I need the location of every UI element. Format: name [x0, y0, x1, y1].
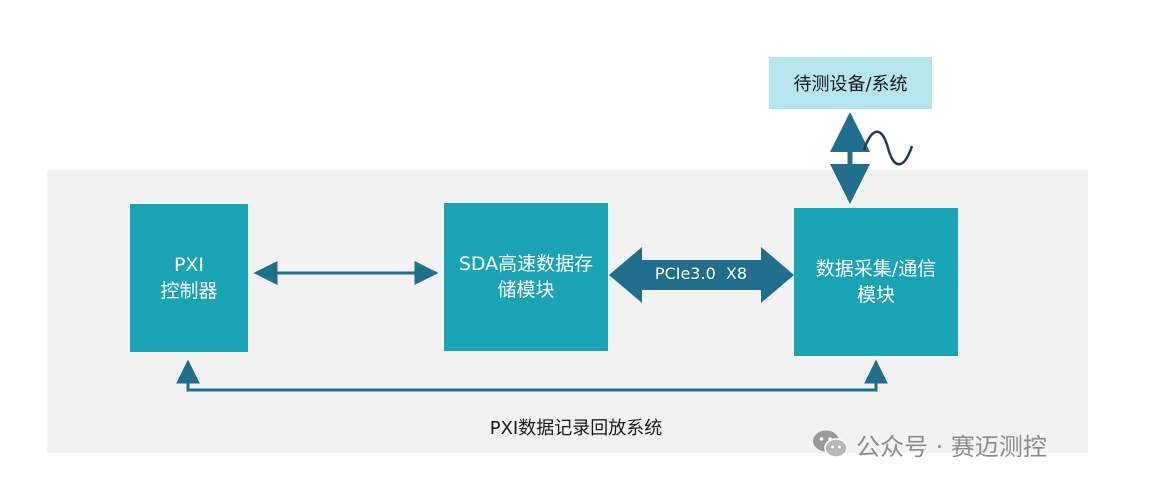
pxi-daq-return-arrow: [176, 359, 888, 392]
dut-label: 待测设备/系统: [793, 74, 908, 95]
device-under-test: 待测设备/系统: [769, 57, 932, 109]
daq-module-label-line2: 模块: [856, 284, 895, 306]
sda-storage-block: SDA高速数据存 储模块: [444, 203, 608, 351]
pxi-controller-label-line1: PXI: [173, 254, 205, 276]
watermark: 公众号 · 赛迈测控: [812, 424, 1047, 464]
pxi-controller-block: PXI 控制器: [130, 204, 248, 352]
watermark-text: 公众号 · 赛迈测控: [856, 432, 1047, 461]
pcie-link-label: PCIe3.0 X8: [654, 264, 748, 283]
wechat-icon: [813, 430, 848, 458]
pcie-arrow: [609, 247, 794, 303]
daq-module-label-line1: 数据采集/通信: [815, 258, 937, 280]
sda-storage-label-line2: 储模块: [497, 279, 555, 301]
sine-wave-icon: [862, 130, 914, 166]
pxi-controller-label-line2: 控制器: [160, 280, 218, 302]
system-title: PXI数据记录回放系统: [489, 418, 663, 439]
sda-storage-label-line1: SDA高速数据存: [458, 253, 594, 275]
daq-module-block: 数据采集/通信 模块: [794, 208, 958, 356]
